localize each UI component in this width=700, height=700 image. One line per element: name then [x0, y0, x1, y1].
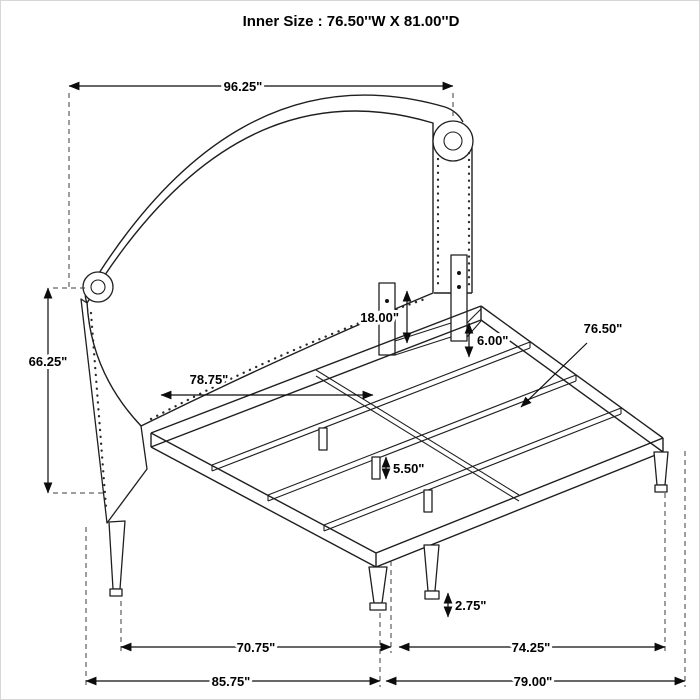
head-rail [150, 305, 482, 448]
diagram-title: Inner Size : 76.50''W X 81.00''D [243, 13, 460, 30]
dim-rail-height: 6.00" [464, 322, 511, 358]
dim-headboard-panel: 18.00" [357, 290, 412, 344]
headboard-left-foot [109, 588, 123, 597]
headboard-tufted-face [86, 110, 434, 427]
dim-overall-depth: 79.00" [385, 451, 686, 692]
dim-rail-height-label: 6.00" [477, 333, 508, 348]
dim-inner-width-head-label: 78.75" [190, 372, 229, 387]
bracket-plate-left [378, 282, 396, 356]
dim-inner-width-head: 78.75" [160, 369, 374, 400]
dim-center-leg-height-label: 5.50" [393, 461, 424, 476]
bed-frame [150, 305, 669, 611]
dim-overall-width: 85.75" [85, 527, 381, 692]
headboard-left-leg [108, 520, 126, 590]
dim-side-rail-length: 76.50" [520, 318, 625, 408]
dim-headboard-width: 96.25" [68, 76, 454, 289]
dim-overall-depth-label: 79.00" [514, 674, 553, 689]
mounting-brackets [378, 254, 482, 356]
dim-frame-inner-width: 70.75" [120, 561, 392, 658]
foot-left-leg [368, 566, 388, 604]
left-scroll [82, 271, 114, 303]
foot-rail [375, 437, 664, 568]
dim-frame-inner-depth: 74.25" [398, 493, 666, 658]
left-side-rail [150, 432, 377, 568]
dim-frame-inner-depth-label: 74.25" [512, 640, 551, 655]
dim-headboard-panel-label: 18.00" [360, 310, 399, 325]
right-scroll [432, 120, 474, 162]
center-support-rail [315, 369, 520, 502]
bracket-cleat-rail [394, 308, 482, 356]
bracket-plate-right [450, 254, 468, 342]
dim-foot-leg-height: 2.75" [443, 592, 489, 618]
nailhead-trim-left [89, 311, 108, 509]
dim-center-leg-height: 5.50" [381, 456, 427, 480]
dim-side-rail-length-label: 76.50" [584, 321, 623, 336]
dim-headboard-width-label: 96.25" [224, 79, 263, 94]
right-side-rail [480, 305, 664, 453]
dim-frame-inner-width-label: 70.75" [237, 640, 276, 655]
foot-right-leg [653, 451, 669, 486]
headboard [80, 94, 474, 597]
dim-overall-width-label: 85.75" [212, 674, 251, 689]
dim-headboard-height: 66.25" [26, 287, 105, 494]
dim-headboard-height-label: 66.25" [29, 354, 68, 369]
foot-center-leg [423, 544, 440, 592]
slats [211, 341, 622, 532]
dim-foot-leg-height-label: 2.75" [455, 598, 486, 613]
center-support-feet [318, 427, 433, 513]
frame-legs [368, 451, 669, 611]
left-wing [80, 298, 148, 524]
